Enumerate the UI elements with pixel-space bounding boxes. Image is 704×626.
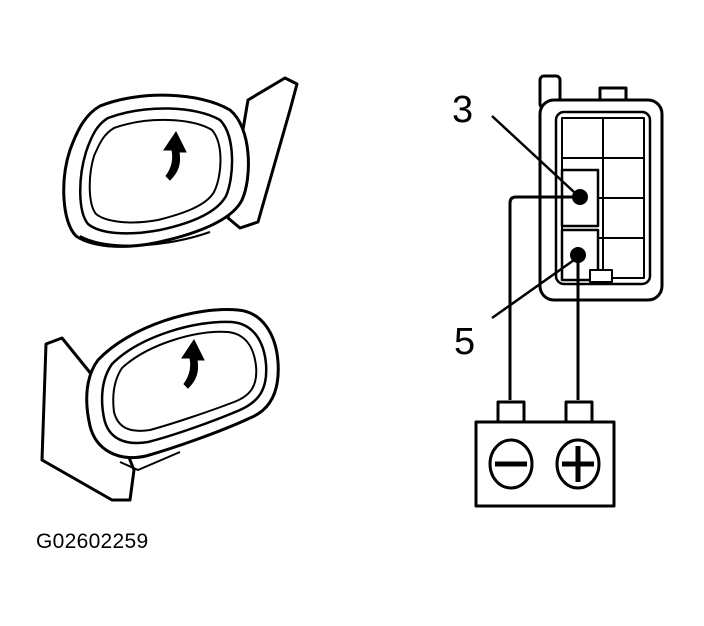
- lower-mirror: [40, 307, 280, 502]
- connector-key: [589, 269, 613, 283]
- callout-leaders: [491, 115, 575, 320]
- battery: [474, 400, 616, 508]
- lower-mirror-glass: [112, 330, 258, 432]
- upper-mirror-tilt-arrow-icon: [163, 131, 187, 181]
- terminal-3-dot: [572, 189, 588, 205]
- callout-3: 3: [452, 89, 473, 131]
- figure-code: G02602259: [36, 530, 149, 553]
- negative-lead: [508, 195, 574, 400]
- mirror-connector: [538, 74, 664, 302]
- connector-top-lug: [598, 86, 628, 100]
- battery-negative-symbol-icon: [488, 438, 534, 490]
- upper-mirror-lip: [79, 231, 211, 247]
- leader-5: [491, 258, 575, 320]
- battery-positive-symbol-icon: [555, 438, 601, 490]
- lower-mirror-foot: [119, 451, 181, 471]
- lower-mirror-tilt-arrow-icon: [181, 339, 205, 389]
- leader-3: [491, 115, 575, 193]
- upper-mirror-glass: [88, 118, 222, 224]
- upper-mirror: [62, 76, 299, 248]
- test-leads: [508, 195, 580, 400]
- callout-5: 5: [454, 321, 475, 363]
